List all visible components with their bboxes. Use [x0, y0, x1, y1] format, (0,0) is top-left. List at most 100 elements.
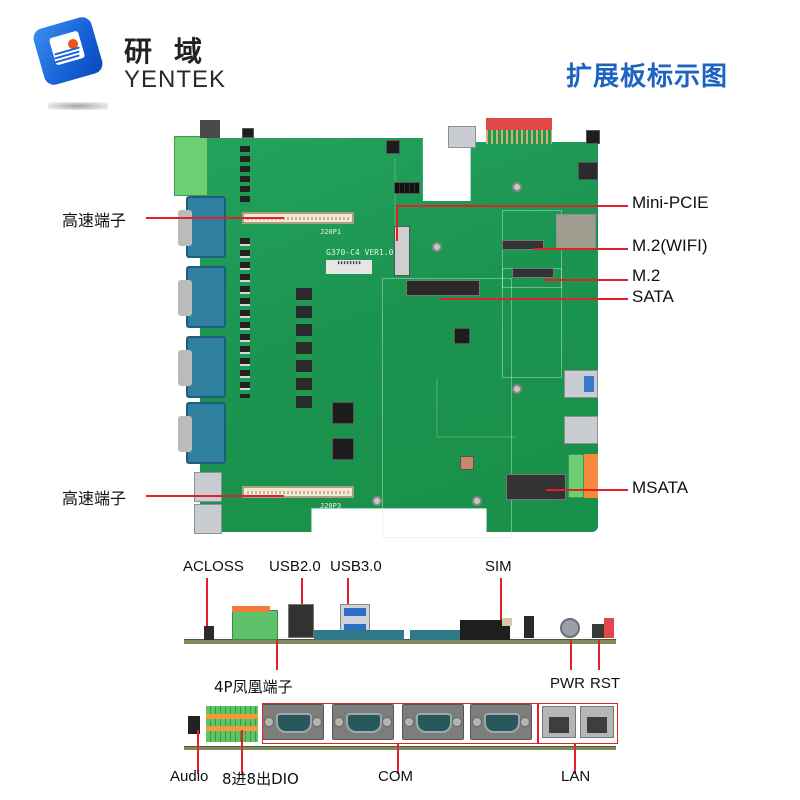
com-port-3	[402, 704, 464, 740]
acloss-switch	[204, 626, 214, 640]
board-outline	[502, 268, 562, 378]
mounting-screw	[512, 182, 522, 192]
audio-jack	[200, 120, 220, 138]
jack	[578, 162, 598, 180]
m2-slot	[512, 268, 554, 278]
reset-button	[592, 624, 606, 638]
callout-line	[500, 578, 502, 632]
callout-line	[440, 298, 628, 300]
callout-line	[347, 578, 349, 614]
silkscreen-ref: J20P3	[320, 502, 342, 510]
usb30-tongue	[344, 608, 366, 616]
ic-chip	[454, 328, 470, 344]
callout-label-msata: MSATA	[632, 478, 689, 497]
dio-release-tabs	[206, 726, 258, 731]
callout-label-high-speed-top: 高速端子	[62, 211, 127, 230]
board-trace	[336, 158, 396, 258]
power-button	[560, 618, 580, 638]
pin-header	[394, 182, 420, 194]
model-silkscreen: G370-C4 VER1.0	[326, 248, 394, 257]
side-view-io-edge-2	[184, 700, 616, 750]
callout-line	[396, 205, 398, 241]
callout-label-m2-wifi: M.2(WIFI)	[632, 236, 708, 255]
dio-terminal-block	[174, 136, 208, 196]
com-port-2	[332, 704, 394, 740]
mounting-screw	[432, 242, 442, 252]
audio-jack	[188, 716, 200, 734]
com-port-1	[262, 704, 324, 740]
sim-holder	[556, 214, 596, 250]
callout-label-mini-pcie: Mini-PCIE	[632, 193, 709, 212]
callout-line	[146, 495, 284, 497]
sata-connector	[406, 280, 480, 296]
usb3-tongue	[584, 376, 594, 392]
callout-label-high-speed-bottom: 高速端子	[62, 489, 127, 508]
red-dip	[604, 618, 614, 638]
callout-line	[570, 640, 572, 670]
logo-sun-icon	[68, 39, 78, 49]
m2-wifi-slot	[502, 240, 544, 250]
callout-line	[276, 640, 278, 670]
callout-label-m2: M.2	[632, 266, 661, 285]
phoenix-4p-connector	[232, 610, 278, 640]
brand-name-cn: 研域	[124, 35, 225, 68]
callout-line	[206, 578, 208, 632]
com-port-1	[178, 196, 226, 258]
silkscreen-ref: J20P1	[320, 228, 342, 236]
callout-line	[301, 578, 303, 614]
phoenix-terminal-4p	[568, 454, 584, 498]
label-usb30: USB3.0	[330, 558, 382, 575]
label-com: COM	[378, 768, 413, 785]
callout-line	[241, 730, 243, 774]
label-phoenix-4p: 4P凤凰端子	[214, 678, 293, 696]
side-pcb	[314, 630, 404, 640]
callout-line	[574, 744, 576, 774]
phoenix-terminal-4p-release	[584, 454, 598, 498]
com-port-4	[470, 704, 532, 740]
board-trace	[436, 378, 516, 438]
ic-chip	[332, 402, 354, 424]
usb2-port	[564, 416, 598, 444]
pcb-body	[200, 138, 598, 532]
dio-terminal-block	[206, 706, 258, 742]
callout-line	[396, 205, 628, 207]
callout-line	[598, 640, 600, 670]
ic-chip	[386, 140, 400, 154]
board-outline	[382, 278, 512, 538]
pin-header-legs	[486, 130, 552, 144]
callout-line	[534, 248, 628, 250]
phoenix-release-tabs	[232, 606, 270, 612]
mounting-screw	[472, 496, 482, 506]
brand-logo	[31, 14, 108, 110]
callout-line	[397, 744, 399, 774]
msata-slot	[506, 474, 566, 500]
mini-pcie-slot	[394, 226, 410, 276]
label-acloss: ACLOSS	[183, 558, 244, 575]
ic-chip-row	[240, 146, 250, 206]
lan-highlight-box	[538, 703, 618, 744]
red-pin-header	[486, 118, 552, 130]
com-highlight-box	[262, 703, 538, 744]
label-audio: Audio	[170, 768, 209, 785]
sim-slot	[460, 620, 510, 640]
label-usb20: USB2.0	[269, 558, 321, 575]
label-dio: 8进8出DIO	[222, 770, 299, 788]
mounting-screw	[372, 496, 382, 506]
usb30-tongue	[344, 624, 366, 632]
callout-line	[546, 489, 628, 491]
ic-chip	[460, 456, 474, 470]
lan-port-2	[194, 504, 222, 534]
com-port-4	[178, 402, 226, 464]
callout-line	[544, 279, 628, 281]
callout-line	[146, 217, 284, 219]
callout-line	[197, 730, 199, 774]
lan-port-2	[580, 706, 614, 738]
usb20-stack	[288, 604, 314, 638]
ic-chip	[332, 438, 354, 460]
lan-port-1	[194, 472, 222, 502]
label-lan: LAN	[561, 768, 591, 785]
jack	[586, 130, 600, 144]
component	[524, 616, 534, 638]
page-title: 扩展板标示图	[566, 61, 729, 91]
logo-shadow	[48, 102, 108, 110]
